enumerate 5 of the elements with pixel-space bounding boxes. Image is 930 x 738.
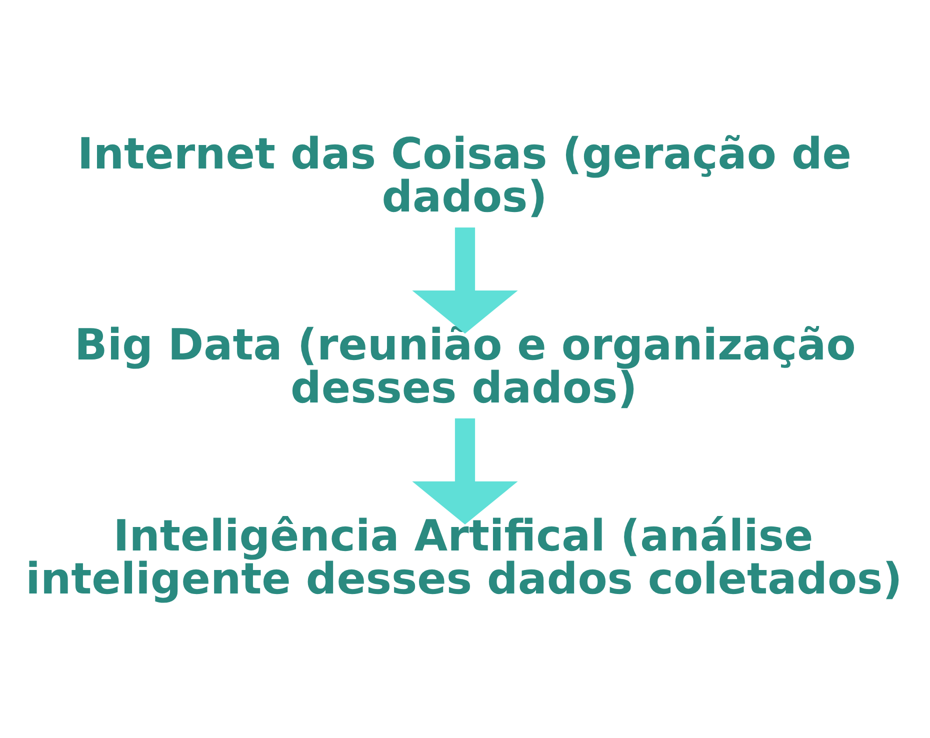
node-text: Internet das Coisas (geração de dados) <box>77 129 852 222</box>
arrow <box>412 226 518 334</box>
node-text: Inteligência Artifical (análise inteligente desses dados coletados) <box>26 510 902 604</box>
arrow <box>412 418 518 524</box>
node-text: Big Data (reunião e organização desses dados) <box>74 320 856 414</box>
